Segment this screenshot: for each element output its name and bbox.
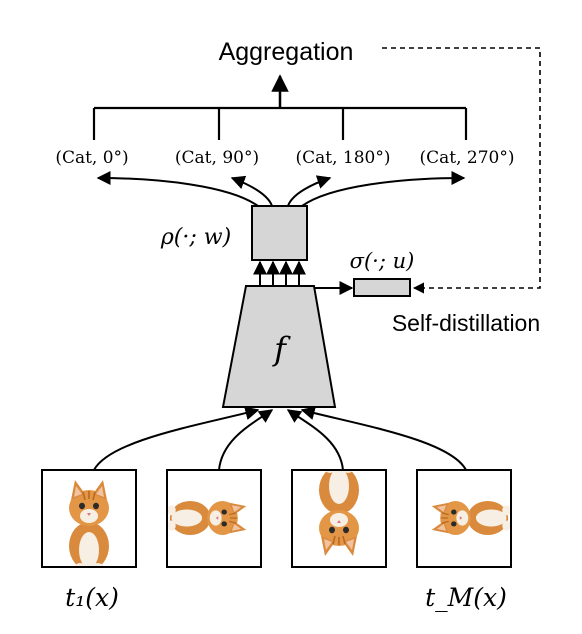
head-to-output-arrows xyxy=(96,171,466,207)
output-label-180: (Cat, 180°) xyxy=(296,148,391,168)
input-image-rot-0 xyxy=(41,469,137,568)
backbone-f xyxy=(221,285,337,408)
sigma-head-label: σ(·; u) xyxy=(350,249,415,273)
self-distillation-label: Self-distillation xyxy=(392,310,540,336)
backbone-to-rho-arrows xyxy=(253,260,306,286)
input-image-rot-270 xyxy=(416,469,512,568)
output-label-0: (Cat, 0°) xyxy=(55,148,128,168)
input-image-rot-90 xyxy=(166,469,262,568)
rho-head-label: ρ(·; w) xyxy=(160,225,231,250)
input-label-last: t_M(x) xyxy=(425,583,507,612)
self-distillation-dashed-link xyxy=(382,47,541,294)
aggregation-label: Aggregation xyxy=(219,38,354,66)
sigma-head-box xyxy=(353,278,411,297)
input-image-rot-180 xyxy=(291,469,387,568)
output-label-270: (Cat, 270°) xyxy=(420,148,515,168)
output-label-90: (Cat, 90°) xyxy=(175,148,259,168)
rho-head-box xyxy=(251,205,308,261)
aggregation-tree xyxy=(92,106,468,140)
input-label-first: t₁(x) xyxy=(65,583,119,612)
input-to-backbone-arrows xyxy=(93,406,467,471)
